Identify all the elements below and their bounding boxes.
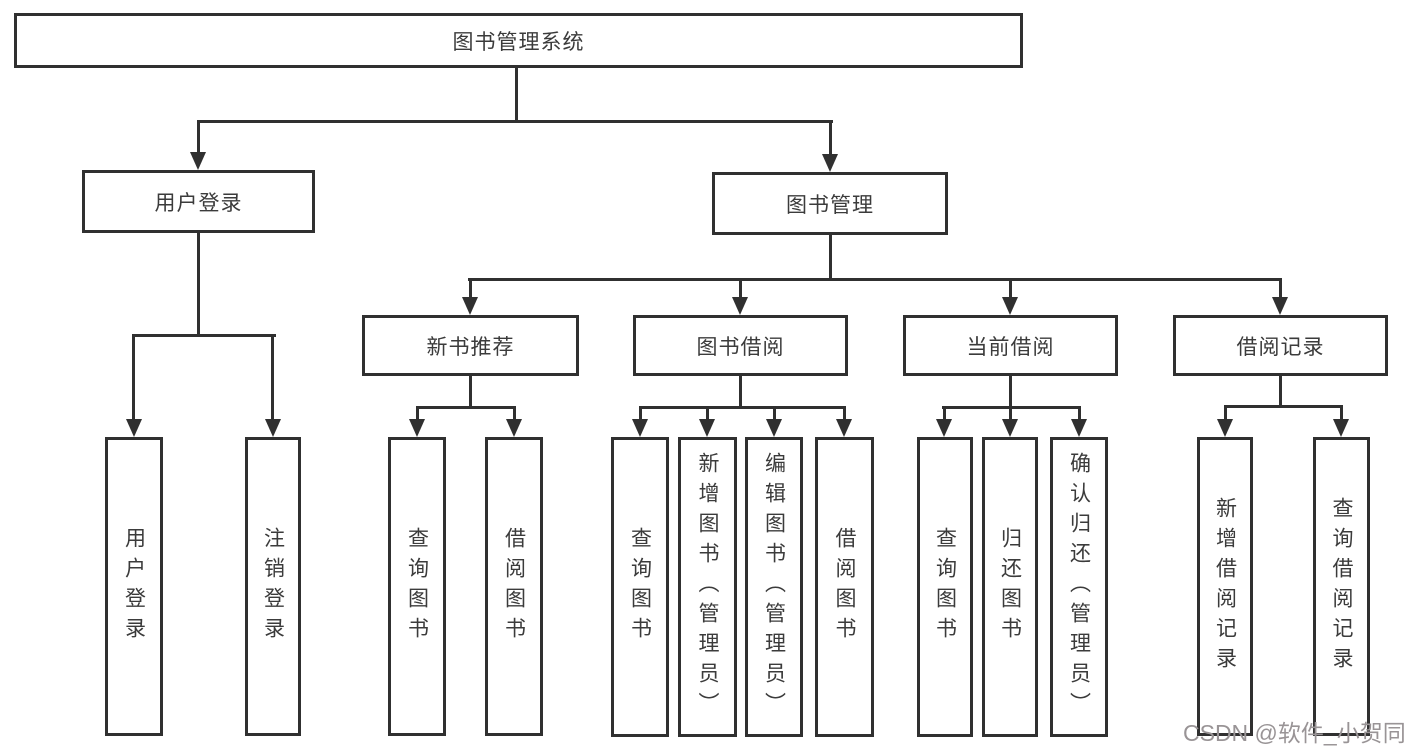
node-new-book-recommendation-label: 新书推荐 <box>426 335 515 359</box>
node-borrowing-records: 借阅记录 <box>1173 315 1388 376</box>
arrowhead-current-borrowing <box>1002 297 1018 315</box>
connector-to-borrowing-records <box>1279 278 1282 298</box>
leaf-query-books-1: 查询图书 <box>388 437 446 736</box>
arrowhead-new-book-rec <box>462 297 478 315</box>
leaf-query-books-2: 查询图书 <box>611 437 669 737</box>
leaf-add-books-admin: 新增图书（管理员） <box>678 437 737 737</box>
arrowhead-user-login <box>190 152 206 170</box>
connector-current-borrowing-trunk <box>1009 376 1012 408</box>
arrowhead-leaf-login <box>126 419 142 437</box>
connector-to-leaf-logout <box>271 334 274 420</box>
leaf-query-books-3: 查询图书 <box>917 437 973 737</box>
leaf-return-books: 归还图书 <box>982 437 1038 737</box>
connector-new-book-rec-split <box>416 406 516 409</box>
connector-to-leaf-query-borrow-record <box>1340 405 1343 420</box>
arrowhead-leaf-query-books-3 <box>936 419 952 437</box>
arrowhead-leaf-add-books <box>699 419 715 437</box>
connector-root-split <box>197 120 833 123</box>
arrowhead-leaf-return-books <box>1002 419 1018 437</box>
leaf-edit-books-admin-label: 编辑图书（管理员） <box>762 452 786 722</box>
node-current-borrowing: 当前借阅 <box>903 315 1118 376</box>
connector-root-to-user-login <box>197 120 200 153</box>
leaf-query-books-3-label: 查询图书 <box>933 527 957 647</box>
leaf-query-borrow-record: 查询借阅记录 <box>1313 437 1370 736</box>
node-root-label: 图书管理系统 <box>452 30 585 54</box>
leaf-return-books-label: 归还图书 <box>998 527 1022 647</box>
connector-to-leaf-query-books-1 <box>416 406 419 420</box>
leaf-user-login-label: 用户登录 <box>122 526 146 647</box>
node-user-login: 用户登录 <box>82 170 315 233</box>
connector-to-leaf-edit-books <box>773 406 776 420</box>
arrowhead-leaf-logout <box>265 419 281 437</box>
leaf-logout: 注销登录 <box>245 437 301 736</box>
leaf-confirm-return-admin-label: 确认归还（管理员） <box>1067 452 1091 722</box>
node-book-management: 图书管理 <box>712 172 948 235</box>
leaf-confirm-return-admin: 确认归还（管理员） <box>1050 437 1108 737</box>
arrowhead-borrowing-records <box>1272 297 1288 315</box>
connector-to-leaf-borrow-books-2 <box>843 406 846 420</box>
leaf-add-borrow-record-label: 新增借阅记录 <box>1213 496 1237 677</box>
connector-book-management-trunk <box>829 235 832 281</box>
leaf-borrow-books-1: 借阅图书 <box>485 437 543 736</box>
connector-user-login-split <box>133 334 276 337</box>
connector-to-leaf-return-books <box>1009 406 1012 420</box>
connector-root-trunk <box>515 68 518 121</box>
arrowhead-leaf-add-borrow-record <box>1217 419 1233 437</box>
connector-to-leaf-add-books <box>706 406 709 420</box>
node-borrowing-records-label: 借阅记录 <box>1236 335 1325 359</box>
arrowhead-leaf-query-borrow-record <box>1333 419 1349 437</box>
leaf-query-books-2-label: 查询图书 <box>628 527 652 647</box>
node-book-management-label: 图书管理 <box>786 193 874 217</box>
connector-borrowing-records-split <box>1224 405 1343 408</box>
node-current-borrowing-label: 当前借阅 <box>966 335 1055 359</box>
connector-user-login-trunk <box>197 233 200 335</box>
arrowhead-leaf-confirm-return <box>1071 419 1087 437</box>
leaf-borrow-books-1-label: 借阅图书 <box>502 526 526 647</box>
leaf-borrow-books-2-label: 借阅图书 <box>833 527 856 647</box>
connector-to-new-book-rec <box>469 278 472 298</box>
leaf-add-borrow-record: 新增借阅记录 <box>1197 437 1253 736</box>
connector-to-leaf-add-borrow-record <box>1224 405 1227 420</box>
connector-to-leaf-login <box>132 334 135 420</box>
leaf-add-books-admin-label: 新增图书（管理员） <box>696 452 719 722</box>
csdn-watermark: CSDN @软件_小贺同学 <box>1183 720 1405 746</box>
node-book-borrowing: 图书借阅 <box>633 315 848 376</box>
connector-to-leaf-confirm-return <box>1078 406 1081 420</box>
arrowhead-leaf-edit-books <box>766 419 782 437</box>
connector-to-current-borrowing <box>1009 278 1012 298</box>
leaf-query-books-1-label: 查询图书 <box>405 526 429 647</box>
leaf-edit-books-admin: 编辑图书（管理员） <box>745 437 803 737</box>
connector-to-leaf-borrow-books-1 <box>513 406 516 420</box>
leaf-logout-label: 注销登录 <box>261 526 285 647</box>
connector-book-borrowing-trunk <box>739 376 742 408</box>
node-user-login-label: 用户登录 <box>154 191 243 215</box>
connector-borrowing-records-trunk <box>1279 376 1282 407</box>
connector-to-book-borrowing <box>739 278 742 298</box>
arrowhead-leaf-query-books-2 <box>632 419 648 437</box>
connector-book-borrowing-split <box>639 406 846 409</box>
arrowhead-leaf-borrow-books-1 <box>506 419 522 437</box>
connector-root-to-book-management <box>829 120 832 155</box>
connector-to-leaf-query-books-3 <box>943 406 946 420</box>
leaf-query-borrow-record-label: 查询借阅记录 <box>1330 496 1353 677</box>
connector-book-management-split <box>468 278 1282 281</box>
arrowhead-leaf-borrow-books-2 <box>836 419 852 437</box>
connector-new-book-rec-trunk <box>469 376 472 408</box>
arrowhead-book-borrowing <box>732 297 748 315</box>
leaf-borrow-books-2: 借阅图书 <box>815 437 874 737</box>
arrowhead-leaf-query-books-1 <box>409 419 425 437</box>
node-new-book-recommendation: 新书推荐 <box>362 315 579 376</box>
connector-to-leaf-query-books-2 <box>639 406 642 420</box>
leaf-user-login: 用户登录 <box>105 437 163 736</box>
node-book-borrowing-label: 图书借阅 <box>696 335 785 359</box>
node-root-library-system: 图书管理系统 <box>14 13 1023 68</box>
arrowhead-book-management <box>822 154 838 172</box>
